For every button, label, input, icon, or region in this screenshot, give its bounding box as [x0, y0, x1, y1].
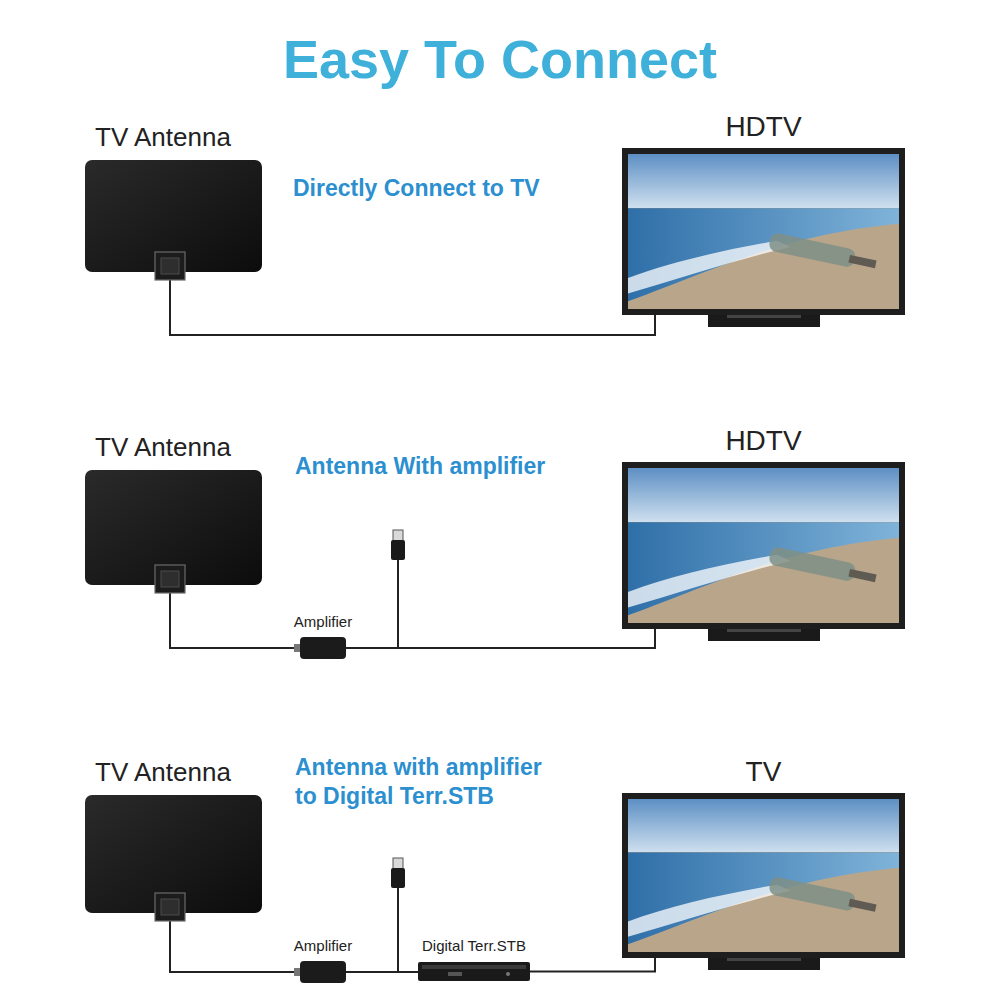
tv-antenna: TV Antenna [85, 470, 262, 585]
device-label: Amplifier [294, 938, 352, 955]
coax-cable [170, 585, 300, 648]
coax-cable [346, 629, 655, 648]
tv-shape [622, 148, 905, 315]
amplifier-box: Amplifier [300, 637, 346, 659]
device-label: Amplifier [294, 614, 352, 631]
coax-cable [170, 913, 300, 972]
antenna-shape [85, 160, 262, 272]
antenna-shape [85, 470, 262, 585]
device-label: HDTV [725, 426, 801, 457]
usb-plug [391, 530, 405, 648]
stb-shape [418, 962, 530, 981]
amp-shape [300, 637, 346, 659]
device-label: TV Antenna [95, 433, 231, 462]
amp-shape [300, 961, 346, 983]
coax-cable [170, 272, 655, 335]
tv-antenna: TV Antenna [85, 160, 262, 272]
set-top-box: Digital Terr.STB [418, 962, 530, 981]
page-title: Easy To Connect [0, 30, 1000, 89]
tv-shape [622, 462, 905, 629]
amplifier-box: Amplifier [300, 961, 346, 983]
device-label: Digital Terr.STB [422, 938, 526, 955]
device-label: HDTV [725, 112, 801, 143]
tv-shape [622, 793, 905, 958]
antenna-shape [85, 795, 262, 913]
device-label: TV Antenna [95, 758, 231, 787]
coax-cable [346, 971, 418, 973]
coax-cable [530, 958, 655, 972]
tv-antenna: TV Antenna [85, 795, 262, 913]
device-label: TV [746, 757, 782, 788]
setup-caption: Antenna with amplifier to Digital Terr.S… [295, 753, 557, 811]
tv-set: HDTV [622, 148, 905, 315]
device-label: TV Antenna [95, 123, 231, 152]
usb-plug [391, 858, 405, 972]
tv-set: HDTV [622, 462, 905, 629]
setup-caption: Antenna With amplifier [295, 452, 595, 481]
setup-caption: Directly Connect to TV [293, 174, 693, 203]
tv-set: TV [622, 793, 905, 958]
